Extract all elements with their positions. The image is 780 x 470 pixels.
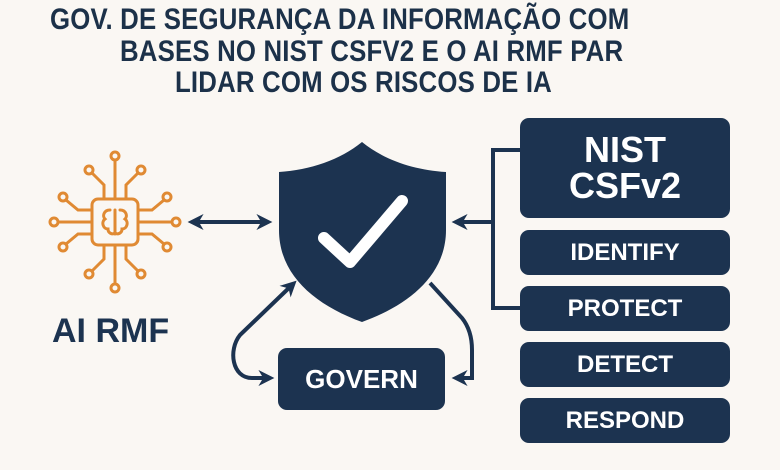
nist-bracket-connector bbox=[451, 148, 520, 310]
function-identify: IDENTIFY bbox=[520, 230, 730, 275]
function-label: PROTECT bbox=[567, 294, 683, 322]
arrow-govern-to-shield bbox=[231, 280, 297, 386]
function-label: IDENTIFY bbox=[570, 238, 680, 266]
title-line-3: LIDAR COM OS RISCOS DE IA bbox=[175, 66, 552, 99]
ai-chip-brain-icon bbox=[48, 150, 182, 294]
nist-title-line-2: CSFv2 bbox=[568, 165, 682, 206]
shield-check-icon bbox=[279, 142, 446, 322]
nist-title-line-1: NIST bbox=[583, 129, 666, 170]
nist-csf-title-box: NIST CSFv2 bbox=[520, 118, 730, 218]
ai-rmf-label: AI RMF bbox=[52, 312, 170, 350]
govern-box: GOVERN bbox=[278, 348, 445, 410]
function-label: RESPOND bbox=[565, 406, 685, 434]
arrow-shield-to-govern bbox=[428, 281, 474, 386]
function-label: DETECT bbox=[577, 350, 673, 378]
function-respond: RESPOND bbox=[520, 398, 730, 443]
govern-label: GOVERN bbox=[305, 363, 418, 394]
function-protect: PROTECT bbox=[520, 286, 730, 331]
title-line-1: GOV. DE SEGURANÇA DA INFORMAÇÃO COM bbox=[50, 3, 630, 36]
title-line-2: BASES NO NIST CSFV2 E O AI RMF PAR bbox=[120, 35, 624, 68]
function-detect: DETECT bbox=[520, 342, 730, 387]
